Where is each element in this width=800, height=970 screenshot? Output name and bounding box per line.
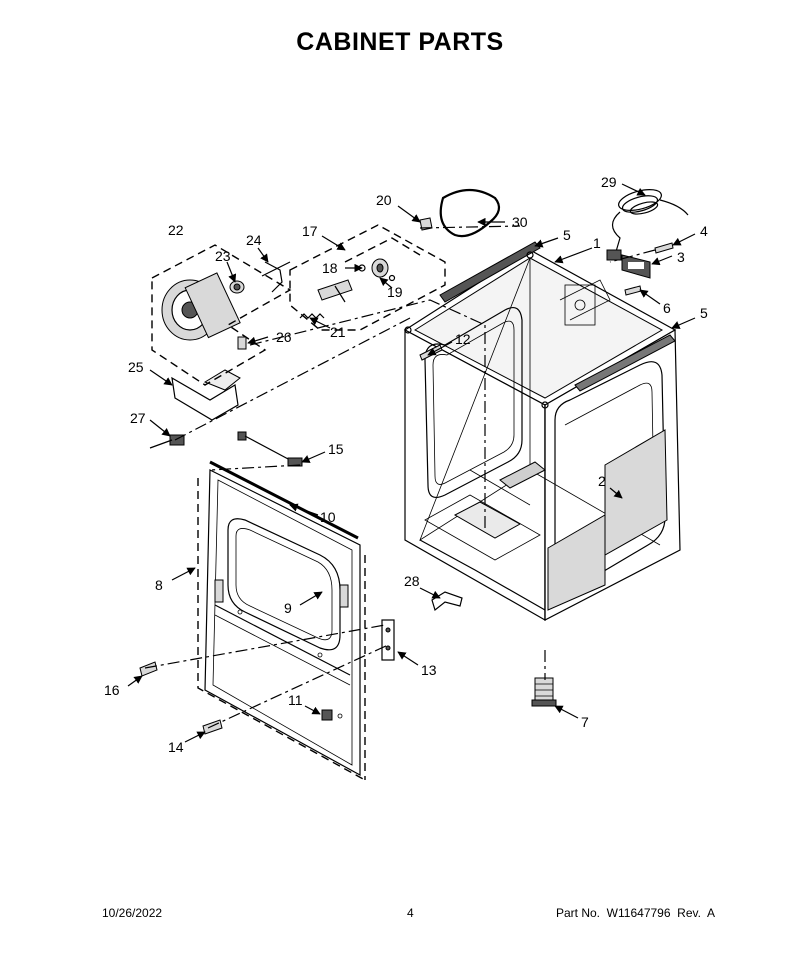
callout-28: 28 [404, 573, 420, 589]
callout-1: 1 [593, 235, 601, 251]
callout-21: 21 [330, 324, 346, 340]
footer-part-number: Part No. W11647796 Rev. A [556, 906, 715, 920]
callout-5a: 5 [563, 227, 571, 243]
callout-23: 23 [215, 248, 231, 264]
callout-18: 18 [322, 260, 338, 276]
leader-lines [127, 183, 696, 743]
callout-17: 17 [302, 223, 318, 239]
callout-labels: 1 2 3 4 5 5 6 7 8 9 10 11 12 13 14 15 16… [104, 174, 708, 755]
callout-26: 26 [276, 329, 292, 345]
callout-7: 7 [581, 714, 589, 730]
group-outlines [144, 224, 656, 781]
callout-12: 12 [455, 331, 471, 347]
belt-illustration [439, 188, 501, 238]
callout-14: 14 [168, 739, 184, 755]
callout-22: 22 [168, 222, 184, 238]
footer-page-number: 4 [407, 906, 414, 920]
callout-25: 25 [128, 359, 144, 375]
front-panel-illustration [204, 460, 361, 777]
callout-24: 24 [246, 232, 262, 248]
power-cord-illustration [606, 189, 689, 296]
cabinet-illustration [403, 241, 681, 622]
motor-illustration [149, 261, 291, 449]
callout-4: 4 [700, 223, 708, 239]
callout-29: 29 [601, 174, 617, 190]
callout-13: 13 [421, 662, 437, 678]
callout-6: 6 [663, 300, 671, 316]
footer-date: 10/26/2022 [102, 906, 163, 920]
callout-11: 11 [288, 692, 303, 708]
page-title: CABINET PARTS [296, 28, 504, 56]
callout-30: 30 [512, 214, 528, 230]
idler-illustration [299, 217, 433, 319]
callout-27: 27 [130, 410, 146, 426]
callout-2: 2 [598, 473, 606, 489]
callout-3: 3 [677, 249, 685, 265]
callout-9: 9 [284, 600, 292, 616]
callout-15: 15 [328, 441, 344, 457]
callout-20: 20 [376, 192, 392, 208]
callout-10: 10 [320, 509, 336, 525]
callout-16: 16 [104, 682, 120, 698]
callout-5b: 5 [700, 305, 708, 321]
callout-19: 19 [387, 284, 403, 300]
callout-8: 8 [155, 577, 163, 593]
